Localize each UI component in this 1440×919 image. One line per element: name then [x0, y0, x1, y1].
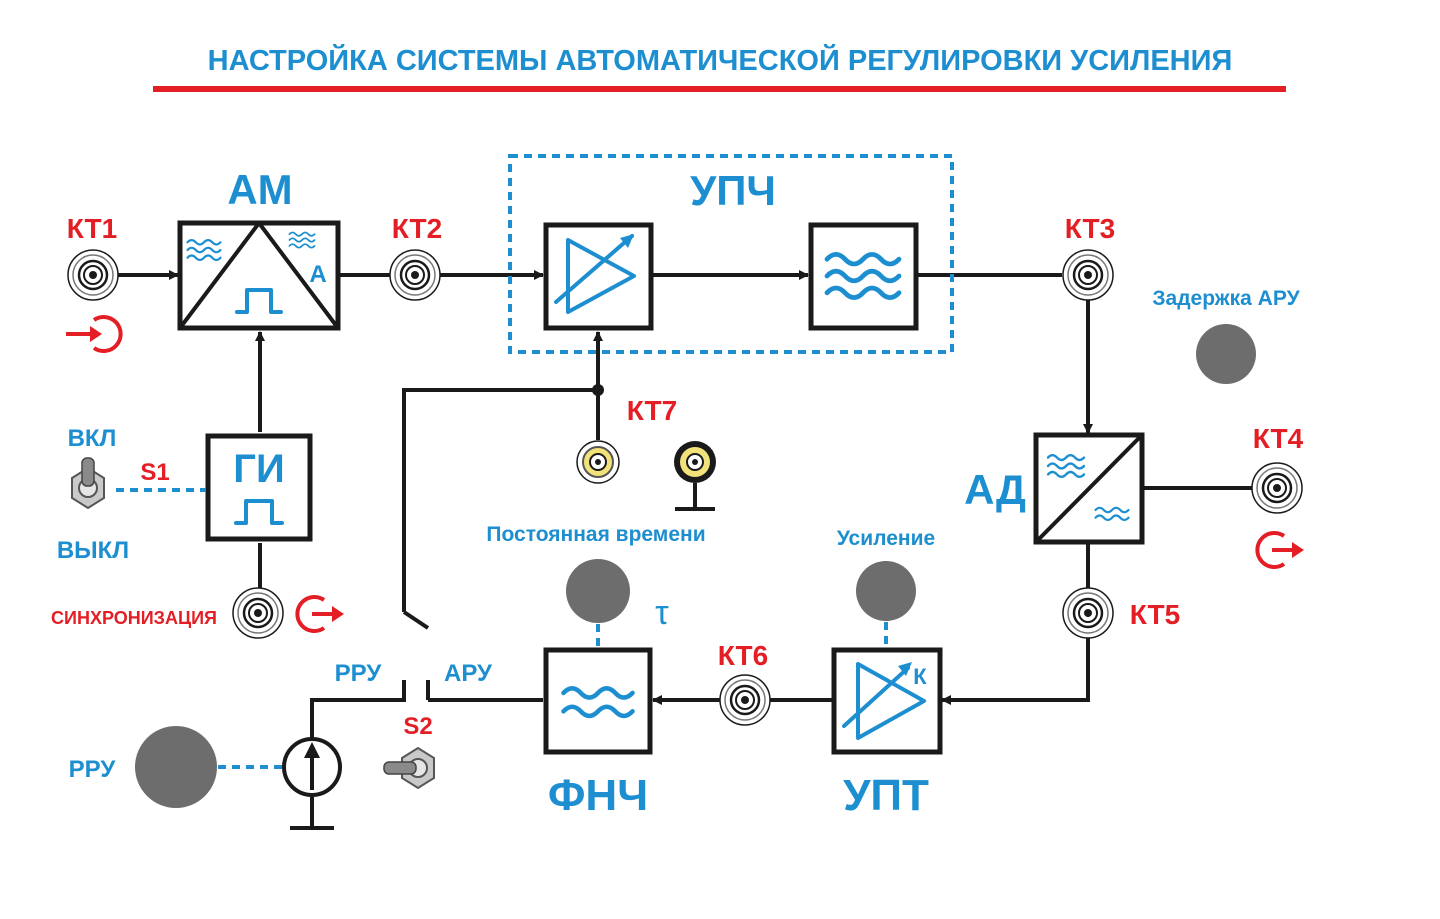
kt3-label: КТ3: [1065, 213, 1115, 244]
kt2-jack[interactable]: [388, 248, 442, 302]
input-arrow-icon: [66, 315, 123, 353]
kt6-label: КТ6: [718, 640, 768, 671]
fnch-label: ФНЧ: [548, 771, 648, 820]
title-underline: [153, 86, 1286, 92]
signal-wires: [118, 270, 1252, 830]
kt4-label: КТ4: [1253, 423, 1304, 454]
kt5-label: КТ5: [1130, 599, 1180, 630]
kt4-jack[interactable]: [1250, 461, 1304, 515]
output-arrow-icon: [1255, 531, 1304, 569]
manual-gain-label: РРУ: [69, 756, 117, 783]
kt7-label: КТ7: [627, 395, 677, 426]
s2-toggle-switch[interactable]: [383, 746, 435, 790]
gain-label: Усиление: [837, 527, 935, 550]
ad-label: АД: [964, 466, 1026, 513]
s1-toggle-switch[interactable]: [71, 457, 105, 510]
sync-output-arrow-icon: [295, 595, 344, 633]
gi-label: ГИ: [233, 447, 284, 491]
if-filter-block: [808, 222, 919, 331]
manual-gain-knob[interactable]: [135, 726, 217, 808]
kt6-jack[interactable]: [718, 673, 772, 727]
time-constant-knob[interactable]: [566, 559, 630, 623]
kt1-jack[interactable]: [66, 248, 120, 302]
agc-delay-label: Задержка АРУ: [1152, 287, 1300, 310]
s1-off-label: ВЫКЛ: [57, 537, 129, 564]
kt2-label: КТ2: [392, 213, 442, 244]
s1-label: S1: [140, 459, 169, 486]
am-suffix-label: A: [309, 261, 326, 288]
time-constant-label: Постоянная времени: [486, 523, 705, 546]
kt7-jack[interactable]: [576, 440, 620, 484]
page-title: НАСТРОЙКА СИСТЕМЫ АВТОМАТИЧЕСКОЙ РЕГУЛИР…: [208, 43, 1233, 77]
ground-jack[interactable]: [674, 441, 716, 511]
kt5-jack[interactable]: [1061, 586, 1115, 640]
am-label: АМ: [227, 166, 292, 213]
kt3-jack[interactable]: [1061, 248, 1115, 302]
am-block: A: [177, 220, 341, 331]
upt-gain-letter: К: [913, 664, 927, 689]
sync-label: СИНХРОНИЗАЦИЯ: [51, 608, 217, 628]
tau-label: τ: [655, 594, 669, 632]
agc-delay-knob[interactable]: [1196, 324, 1256, 384]
upt-label: УПТ: [843, 771, 929, 820]
s1-on-label: ВКЛ: [68, 425, 117, 452]
variable-amplifier-block: [543, 222, 654, 331]
ad-block: [1033, 432, 1145, 545]
current-source-symbol: [282, 737, 342, 797]
upt-block: К: [831, 647, 943, 755]
kt1-label: КТ1: [67, 213, 117, 244]
s2-left-label: РРУ: [335, 660, 383, 687]
s2-label: S2: [403, 713, 432, 740]
fnch-block: [543, 647, 653, 755]
upch-label: УПЧ: [690, 167, 776, 214]
s2-right-label: АРУ: [444, 660, 493, 687]
gi-block: ГИ: [205, 433, 313, 542]
upch-group-border: [508, 154, 954, 354]
sync-jack[interactable]: [231, 586, 285, 640]
gain-knob[interactable]: [856, 561, 916, 621]
